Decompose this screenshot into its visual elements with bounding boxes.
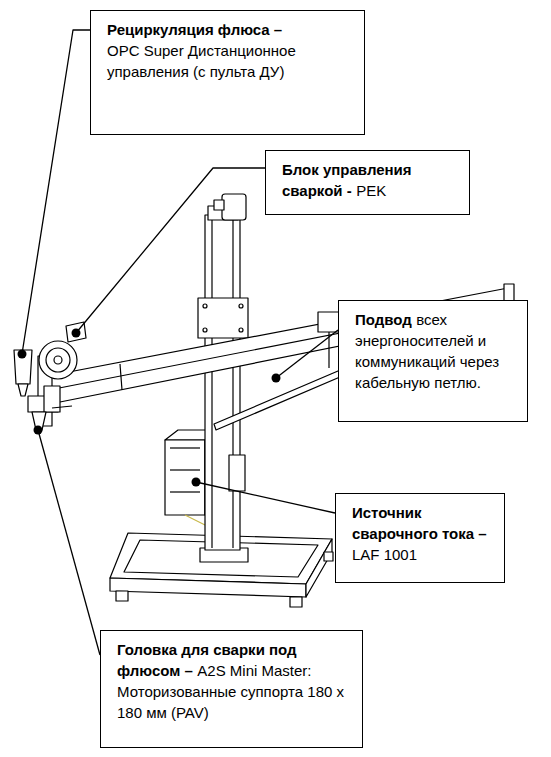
column-part [232,218,233,548]
base-platform-part [306,539,332,597]
boom-part [49,300,509,390]
leader-lines-part [22,30,90,354]
callout-box: Головка для сварки под флюсом –A2S Mini … [100,630,363,748]
leader-dots [18,329,281,487]
column-part [198,298,248,338]
leader-dots-part [192,478,201,487]
column-part [205,215,240,550]
column-part [229,455,245,491]
leader-lines-part [196,482,335,513]
welding-head-part [54,356,62,364]
column-part [222,194,246,220]
cable-loop-rod [214,368,347,430]
column-part [239,304,243,308]
callout-heading: Рециркуляция флюса – [107,19,354,40]
leader-lines-part [38,430,100,655]
power-source-part [165,440,205,515]
callout-box: Подводвсех энергоносителей и коммуникаци… [338,300,528,422]
callout-text: PEK [356,182,386,199]
callout-text: OPC Super Дистанционное управления (с пу… [107,40,354,82]
base-platform-part [116,591,128,601]
base-platform-part [290,597,302,607]
callout-box: Источник сварочного тока – LAF 1001 [335,493,505,583]
welding-head-part [46,348,70,372]
welding-head-part [14,350,32,384]
leader-dots-part [272,374,281,383]
column-part [203,304,207,308]
boom-part [120,364,122,390]
column-part [214,200,224,210]
callout-box: Блок управления сваркой -PEK [265,150,470,215]
column-part [239,328,243,332]
callout-text: LAF 1001 [352,546,417,563]
welding-head-part [52,406,72,408]
column-part [211,218,212,548]
power-source-part [170,491,200,492]
callout-box: Рециркуляция флюса –OPC Super Дистанцион… [90,10,365,135]
power-source-part [170,447,200,448]
callout-heading: Источник сварочного тока – [352,504,491,542]
base-platform-part [324,552,333,561]
welding-head-part [44,386,60,412]
leader-dots-part [18,350,27,359]
cable-loop-rod-part [214,368,347,430]
leader-dots-part [34,426,43,435]
leader-lines-part [76,168,265,333]
leader-lines-part [276,330,338,378]
welding-head-part [18,384,28,396]
base-platform-part [110,578,306,597]
callout-heading: Блок управления сваркой - [282,161,412,199]
power-source-part [170,469,200,470]
boom-part [318,312,340,332]
welding-head-part [39,341,77,379]
column-part [203,328,207,332]
callout-heading: Подвод [355,311,416,328]
leader-dots-part [72,329,81,338]
